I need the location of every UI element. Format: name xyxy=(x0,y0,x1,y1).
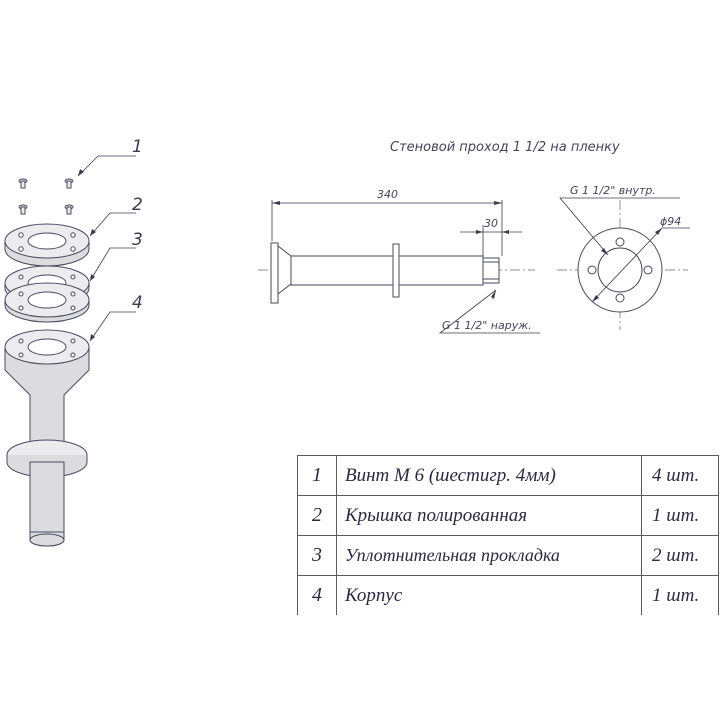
part-quantity: 2 шт. xyxy=(641,535,719,576)
drawing-title: Стеновой проход 1 1/2 на пленку xyxy=(390,140,620,155)
screw xyxy=(64,204,74,215)
callout-3: 3 xyxy=(132,230,143,250)
table-row: 3 Уплотнительная прокладка 2 шт. xyxy=(297,535,719,576)
table-row: 1 Винт М 6 (шестигр. 4мм) 4 шт. xyxy=(297,455,719,496)
part-quantity: 4 шт. xyxy=(641,455,719,496)
table-row: 4 Корпус 1 шт. xyxy=(297,575,719,615)
part-number: 2 xyxy=(297,495,337,536)
screw xyxy=(18,178,28,189)
side-view: 340 30 G 1 1/2" наруж. xyxy=(258,188,540,334)
gasket-lower xyxy=(4,282,90,323)
parts-table: 1 Винт М 6 (шестигр. 4мм) 4 шт. 2 Крышка… xyxy=(297,455,719,615)
part-name: Уплотнительная прокладка xyxy=(336,535,642,576)
part-name: Корпус xyxy=(336,575,642,615)
screw xyxy=(18,204,28,215)
thread-inner-label: G 1 1/2" внутр. xyxy=(570,184,656,197)
end-view: G 1 1/2" внутр. ϕ94 xyxy=(557,184,690,330)
callout-1: 1 xyxy=(132,137,143,157)
part-number: 4 xyxy=(297,575,337,615)
part-quantity: 1 шт. xyxy=(641,575,719,615)
dim-thread-length: 30 xyxy=(484,217,498,230)
cover-plate xyxy=(4,223,90,267)
part-number: 3 xyxy=(297,535,337,576)
exploded-view: 1 2 3 4 xyxy=(4,137,143,547)
screw xyxy=(64,178,74,189)
body-housing xyxy=(4,329,90,547)
callout-2: 2 xyxy=(132,195,143,215)
part-name: Винт М 6 (шестигр. 4мм) xyxy=(336,455,642,496)
part-quantity: 1 шт. xyxy=(641,495,719,536)
callout-leaders xyxy=(77,155,136,342)
diameter-label: ϕ94 xyxy=(660,215,681,228)
callout-4: 4 xyxy=(132,293,143,313)
thread-outer-label: G 1 1/2" наруж. xyxy=(442,319,532,332)
part-number: 1 xyxy=(297,455,337,496)
part-name: Крышка полированная xyxy=(336,495,642,536)
table-row: 2 Крышка полированная 1 шт. xyxy=(297,495,719,536)
dim-length: 340 xyxy=(377,188,398,201)
